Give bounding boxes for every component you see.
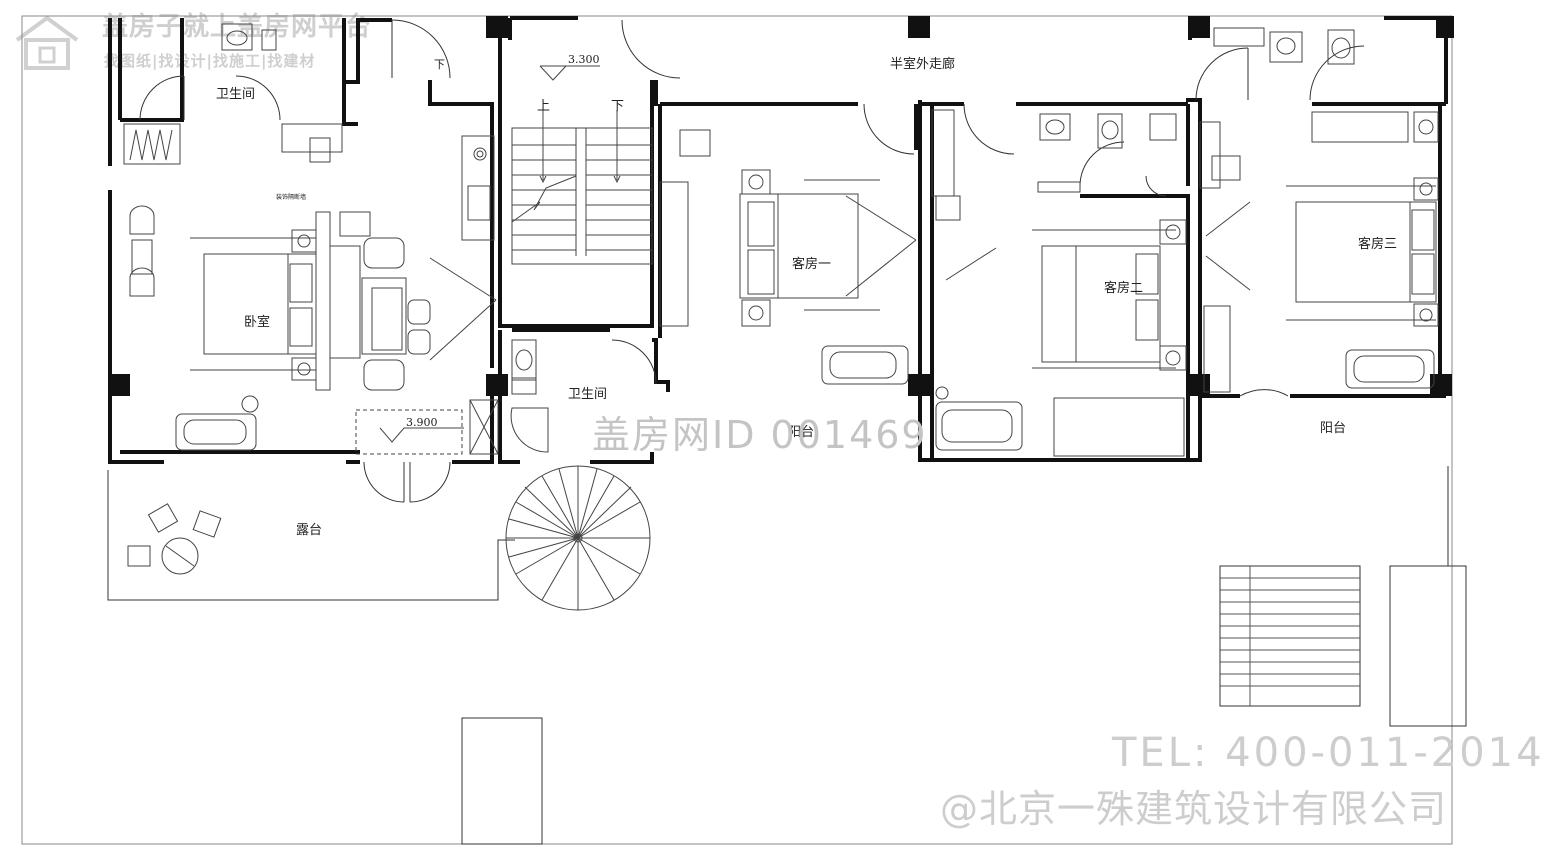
brand-title: 盖房子就上盖房网平台 [102,12,373,42]
level-mark-stair: 3.300 [568,53,600,66]
house-logo-icon [15,15,79,70]
label-master-bath: 卫生间 [216,87,255,102]
label-small-bath: 卫生间 [568,387,607,402]
brand-subtitle: 找图纸|找设计|找施工|找建材 [104,52,316,70]
label-stair-up: 上 [537,99,550,114]
label-stair-down-left: 下 [434,58,445,71]
label-terrace: 露台 [296,523,322,538]
label-guest-room-1: 客房一 [792,256,831,272]
label-master-bedroom: 卧室 [244,314,270,330]
brand-watermark [8,6,408,76]
label-guest-room-2: 客房二 [1104,280,1143,296]
label-feature-wall: 装饰隔断墙 [276,193,306,201]
label-stair-down: 下 [611,99,624,114]
label-corridor: 半室外走廊 [890,56,955,72]
level-mark-terrace: 3.900 [406,416,438,429]
label-guest-room-3: 客房三 [1358,236,1397,252]
plan-id-watermark: 盖房网ID 001469 [592,413,928,457]
label-balcony-right: 阳台 [1320,421,1346,436]
label-balcony-mid: 阳台 [788,425,814,440]
spiral-stair [127,465,651,611]
telephone-watermark: TEL: 400-011-2014 [1112,730,1545,776]
company-watermark: @北京一殊建筑设计有限公司 [940,787,1448,831]
floor-plan: 卫生间 卧室 装饰隔断墙 上 下 下 3.300 3.900 半室外走廊 客房一… [21,15,1467,845]
